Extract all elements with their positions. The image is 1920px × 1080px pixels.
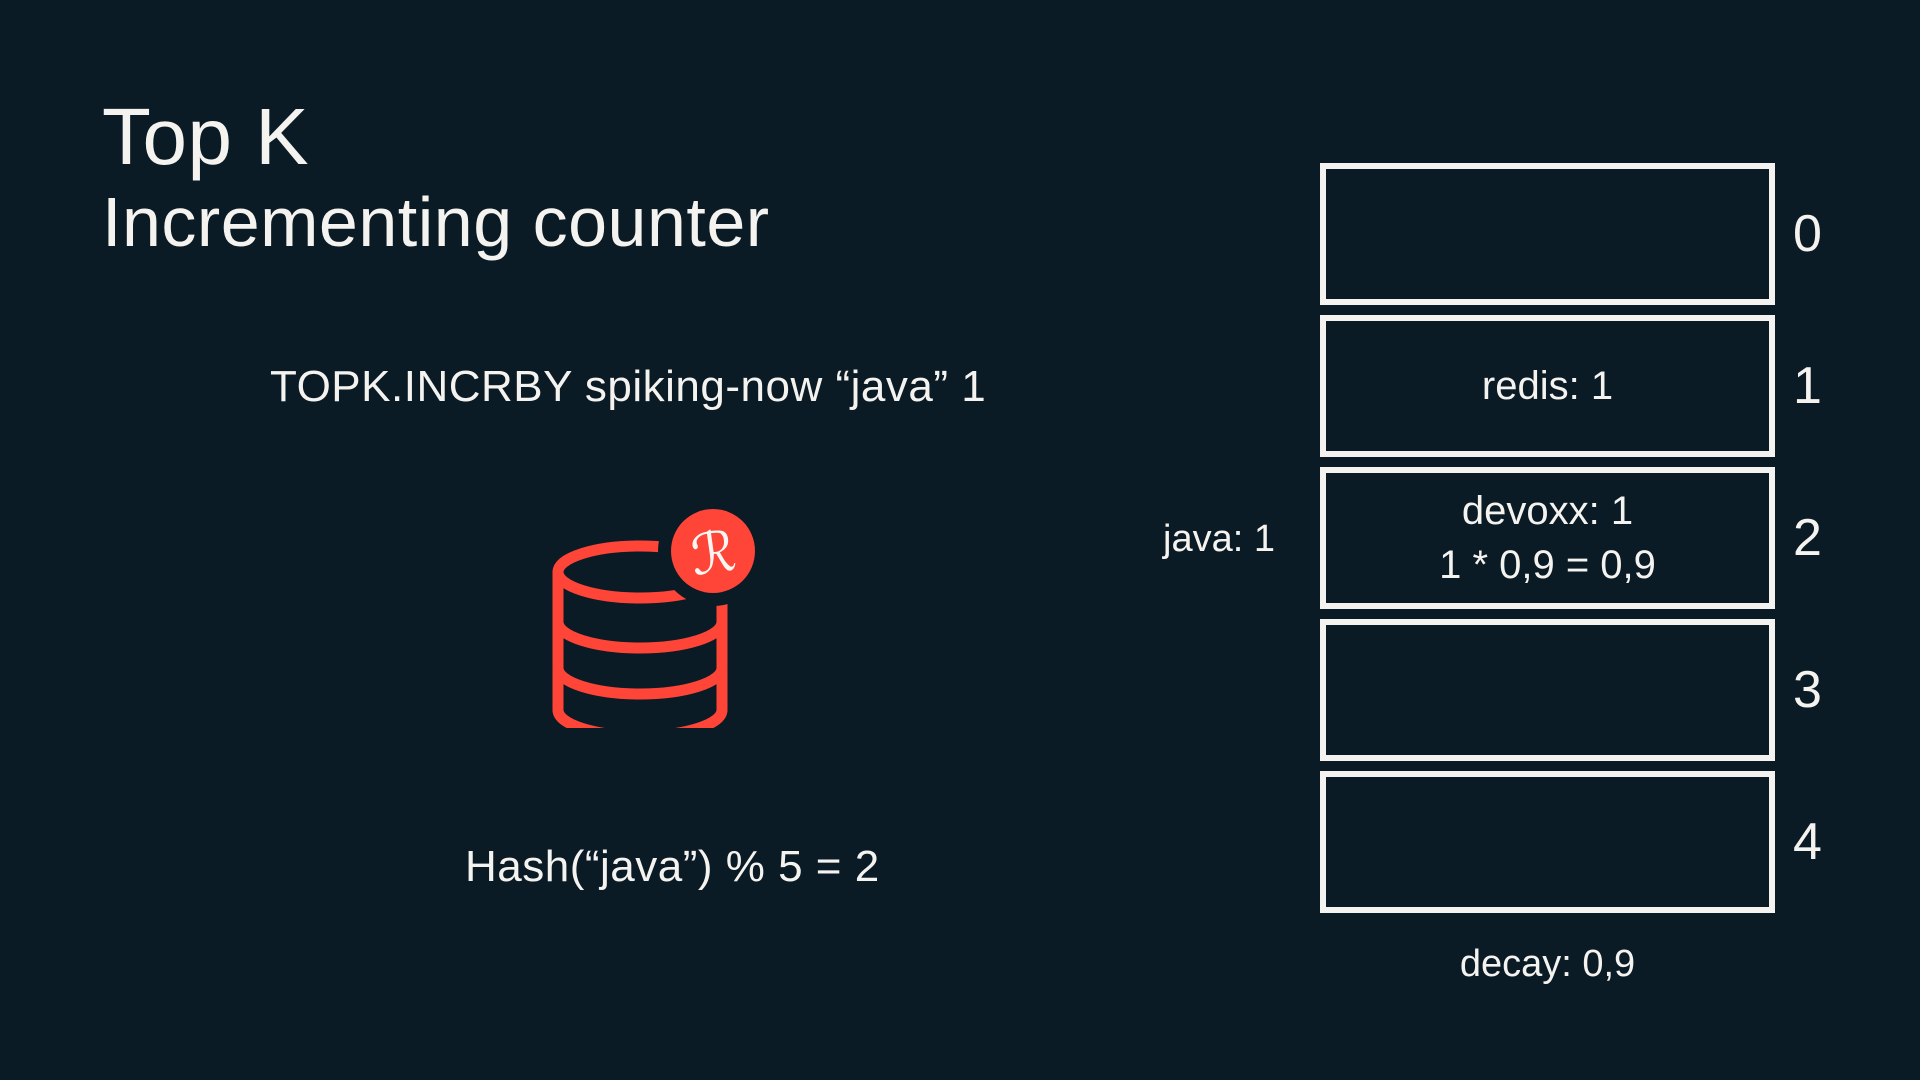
bucket-cell-0 (1320, 163, 1775, 305)
incoming-item-label: java: 1 (1163, 518, 1275, 560)
svg-text:ℛ: ℛ (687, 519, 740, 590)
bucket-cell-3 (1320, 619, 1775, 761)
topk-bucket-table: redis: 1 devoxx: 1 1 * 0,9 = 0,9 (1320, 163, 1775, 913)
bucket-cell-1: redis: 1 (1320, 315, 1775, 457)
bucket-index-1: 1 (1793, 357, 1822, 415)
hash-formula: Hash(“java”) % 5 = 2 (465, 842, 880, 891)
bucket-entry: devoxx: 1 (1461, 489, 1634, 533)
bucket-index-0: 0 (1793, 205, 1822, 263)
page-title: Top K (102, 92, 310, 181)
bucket-index-2: 2 (1793, 509, 1822, 567)
redis-database-icon: ℛ (552, 498, 768, 728)
bucket-cell-2: devoxx: 1 1 * 0,9 = 0,9 (1320, 467, 1775, 609)
bucket-entry: redis: 1 (1481, 364, 1614, 408)
bucket-index-3: 3 (1793, 661, 1822, 719)
bucket-decay-calculation: 1 * 0,9 = 0,9 (1439, 543, 1656, 587)
bucket-cell-4 (1320, 771, 1775, 913)
topk-incrby-command: TOPK.INCRBY spiking-now “java” 1 (270, 362, 987, 411)
decay-label: decay: 0,9 (1459, 943, 1636, 985)
bucket-index-4: 4 (1793, 813, 1822, 871)
page-subtitle: Incrementing counter (102, 183, 770, 261)
title-block: Top K Incrementing counter (102, 92, 770, 261)
redis-logo-badge-icon: ℛ (658, 498, 768, 606)
